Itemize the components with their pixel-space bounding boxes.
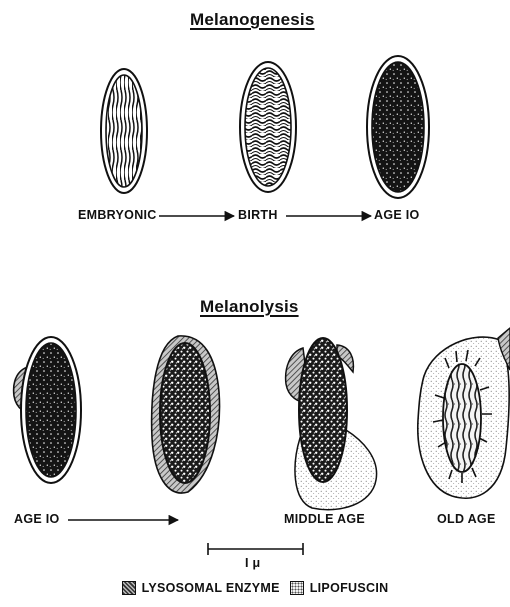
melanosome-lysis-age-10 xyxy=(14,337,81,483)
melanosome-birth xyxy=(240,62,296,192)
melanosome-lysis-intermediate xyxy=(152,336,220,493)
label-middle-age: MIDDLE AGE xyxy=(284,512,365,526)
legend-item-lysosomal-enzyme: LYSOSOMAL ENZYME xyxy=(122,581,280,595)
legend: LYSOSOMAL ENZYME LIPOFUSCIN xyxy=(0,578,510,598)
legend-label-lysosomal-enzyme: LYSOSOMAL ENZYME xyxy=(142,581,280,595)
label-age-10-top: AGE IO xyxy=(374,208,420,222)
label-embryonic: EMBRYONIC xyxy=(78,208,157,222)
legend-label-lipofuscin: LIPOFUSCIN xyxy=(310,581,389,595)
melanosome-lysis-middle-age xyxy=(286,338,377,510)
label-age-10-bottom: AGE IO xyxy=(14,512,60,526)
melanosome-lysis-old-age xyxy=(418,328,510,498)
scale-bar-label: I μ xyxy=(245,556,261,570)
scale-bar xyxy=(208,543,303,555)
melanosome-embryonic xyxy=(101,69,147,193)
melanosome-age-10 xyxy=(367,56,429,198)
label-old-age: OLD AGE xyxy=(437,512,496,526)
stippled-square-icon xyxy=(290,581,304,595)
melanolysis-title: Melanolysis xyxy=(200,297,299,317)
legend-item-lipofuscin: LIPOFUSCIN xyxy=(290,581,389,595)
hatched-square-icon xyxy=(122,581,136,595)
label-birth: BIRTH xyxy=(238,208,278,222)
